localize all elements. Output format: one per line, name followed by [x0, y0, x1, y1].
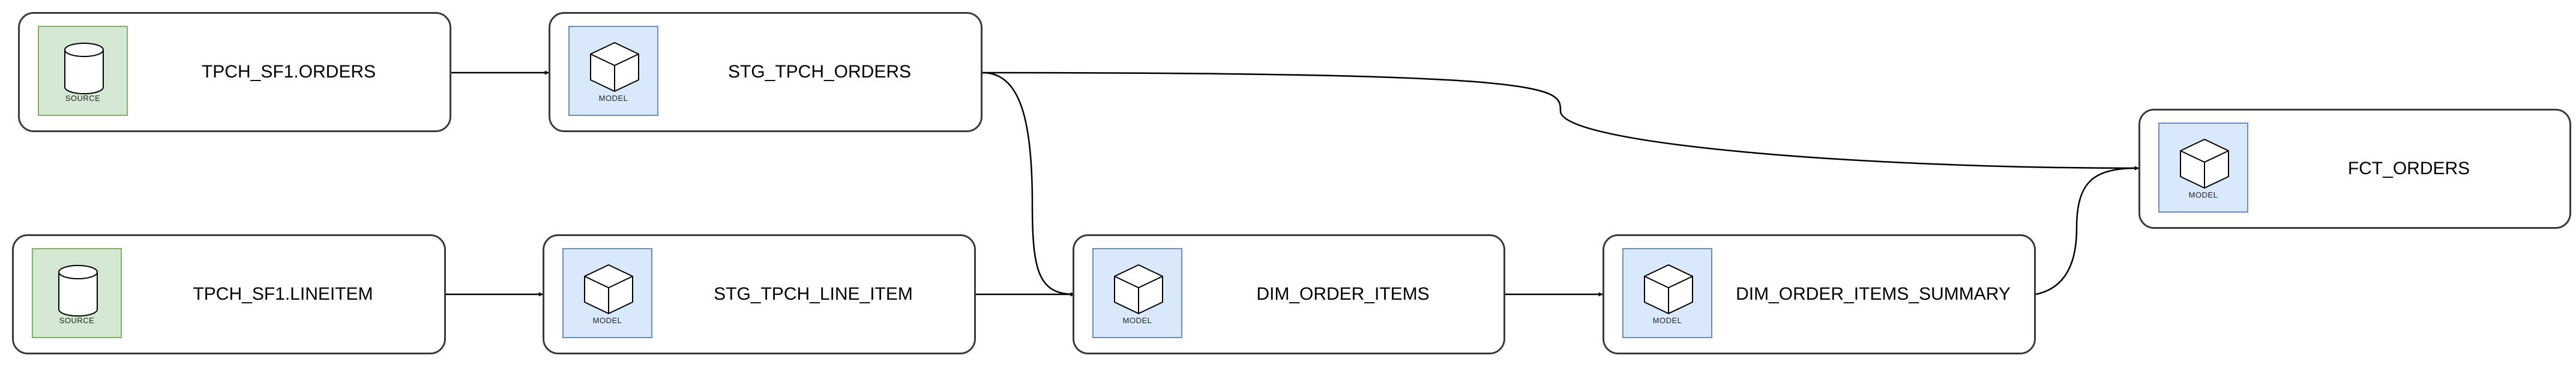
database-cylinder-icon [58, 265, 98, 317]
node-title: TPCH_SF1.ORDERS [201, 62, 376, 82]
edge-stg-orders-to-fct-orders [982, 71, 2139, 171]
model-badge: MODEL [562, 248, 652, 338]
cube-icon [584, 264, 633, 314]
cube-icon [1114, 264, 1163, 314]
node-tpch-sf1-orders[interactable]: SOURCE TPCH_SF1.ORDERS [18, 12, 451, 132]
node-stg-tpch-orders[interactable]: MODEL STG_TPCH_ORDERS [549, 12, 983, 132]
edge-summary-to-fct-orders [2035, 166, 2139, 296]
node-title: STG_TPCH_LINE_ITEM [714, 284, 913, 304]
badge-label: MODEL [2188, 190, 2218, 199]
model-badge: MODEL [2158, 123, 2248, 213]
node-title: TPCH_SF1.LINEITEM [193, 284, 373, 304]
badge-label: SOURCE [59, 316, 95, 325]
node-title: DIM_ORDER_ITEMS [1256, 284, 1430, 304]
node-fct-orders[interactable]: MODEL FCT_ORDERS [2138, 109, 2571, 229]
node-title: DIM_ORDER_ITEMS_SUMMARY [1736, 284, 2011, 304]
badge-label: MODEL [598, 94, 628, 103]
node-stg-tpch-line-item[interactable]: MODEL STG_TPCH_LINE_ITEM [543, 234, 976, 354]
badge-label: SOURCE [65, 94, 101, 103]
badge-label: MODEL [592, 316, 622, 325]
node-dim-order-items-summary[interactable]: MODEL DIM_ORDER_ITEMS_SUMMARY [1602, 234, 2036, 354]
cube-icon [2180, 139, 2229, 189]
node-title: FCT_ORDERS [2347, 159, 2470, 178]
node-title: STG_TPCH_ORDERS [727, 62, 912, 82]
model-badge: MODEL [1622, 248, 1712, 338]
edge-stg-orders-to-dim-order-items [982, 71, 1075, 297]
model-badge: MODEL [1092, 248, 1182, 338]
source-badge: SOURCE [38, 26, 128, 116]
badge-label: MODEL [1122, 316, 1152, 325]
database-cylinder-icon [64, 43, 104, 94]
node-tpch-sf1-lineitem[interactable]: SOURCE TPCH_SF1.LINEITEM [12, 234, 446, 354]
badge-label: MODEL [1652, 316, 1682, 325]
model-badge: MODEL [568, 26, 658, 116]
cube-icon [590, 42, 639, 92]
cube-icon [1644, 264, 1693, 314]
source-badge: SOURCE [32, 248, 122, 338]
node-dim-order-items[interactable]: MODEL DIM_ORDER_ITEMS [1073, 234, 1505, 354]
